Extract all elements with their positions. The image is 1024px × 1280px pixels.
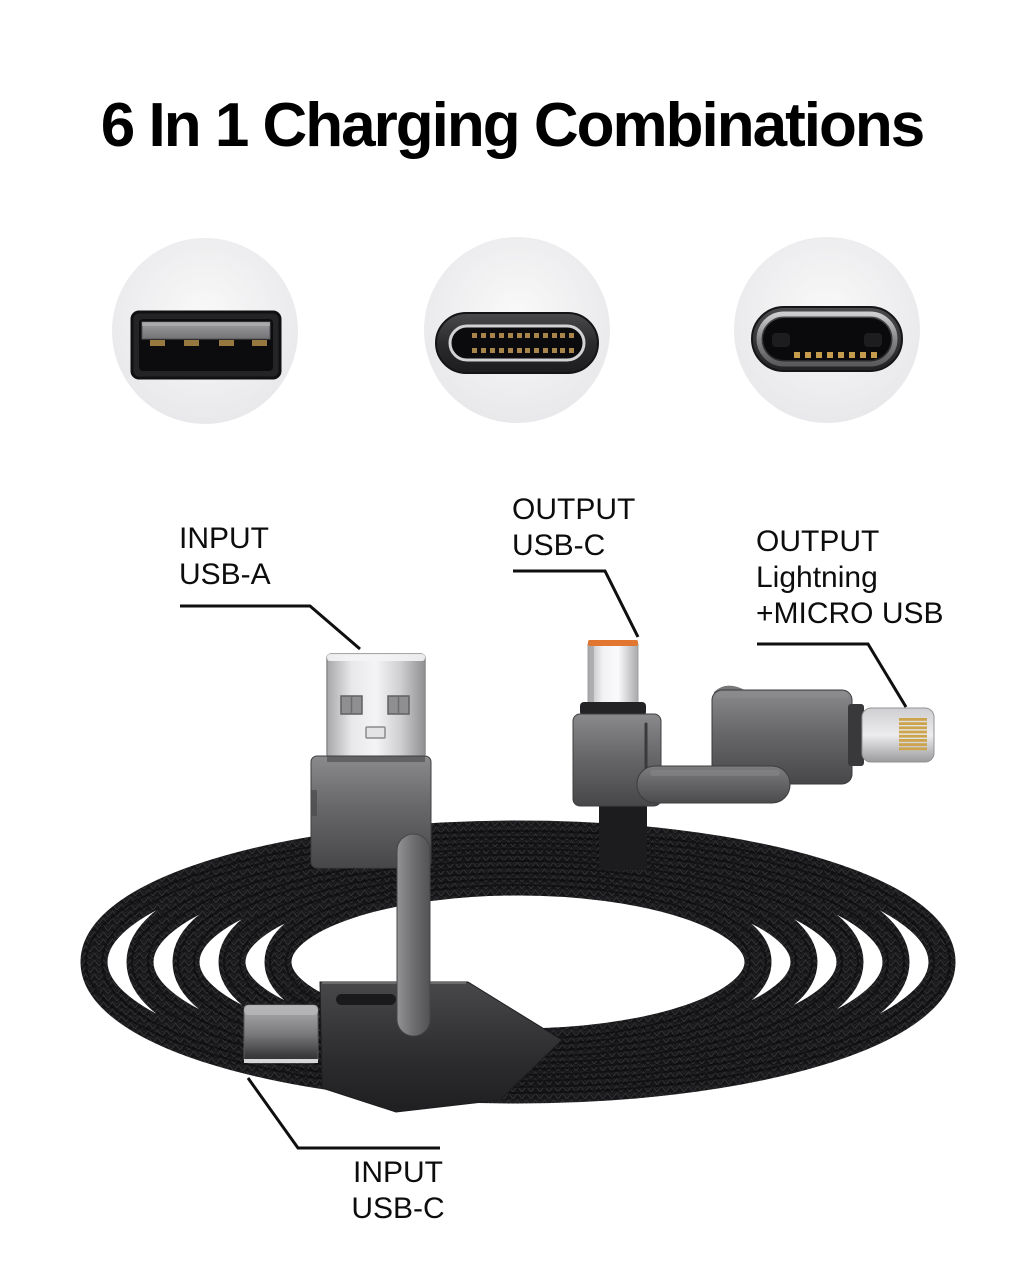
leader-lines [180, 569, 908, 1150]
leader-line-input-usb-c [246, 1077, 440, 1150]
leader-line-input-usb-a [180, 604, 361, 651]
lightning-pins [899, 718, 927, 751]
usb-c-port-circle [424, 237, 610, 423]
leader-line-output-lightning [757, 642, 908, 708]
lightning-port-icon [751, 306, 903, 372]
lightning-port-circle [734, 237, 920, 423]
usb-a-port-icon [130, 310, 282, 380]
label-input-usb-c: INPUT USB-C [351, 1156, 445, 1225]
usb-a-port-circle [112, 238, 298, 424]
page-title: 6 In 1 Charging Combinations [100, 91, 925, 160]
cable-clip-strap [396, 833, 431, 1037]
label-output-usb-c: OUTPUT USB-C [512, 493, 636, 562]
usb-c-port-icon [435, 312, 599, 374]
usb-c-output-plug [572, 640, 791, 870]
lightning-micro-plug [711, 685, 935, 785]
cable-coil [80, 820, 956, 1104]
label-output-lightning: OUTPUT Lightning +MICRO USB [756, 525, 944, 630]
label-input-usb-a: INPUT USB-A [179, 522, 271, 591]
usb-c-input-plug [243, 981, 563, 1113]
leader-line-output-usb-c [513, 569, 640, 638]
